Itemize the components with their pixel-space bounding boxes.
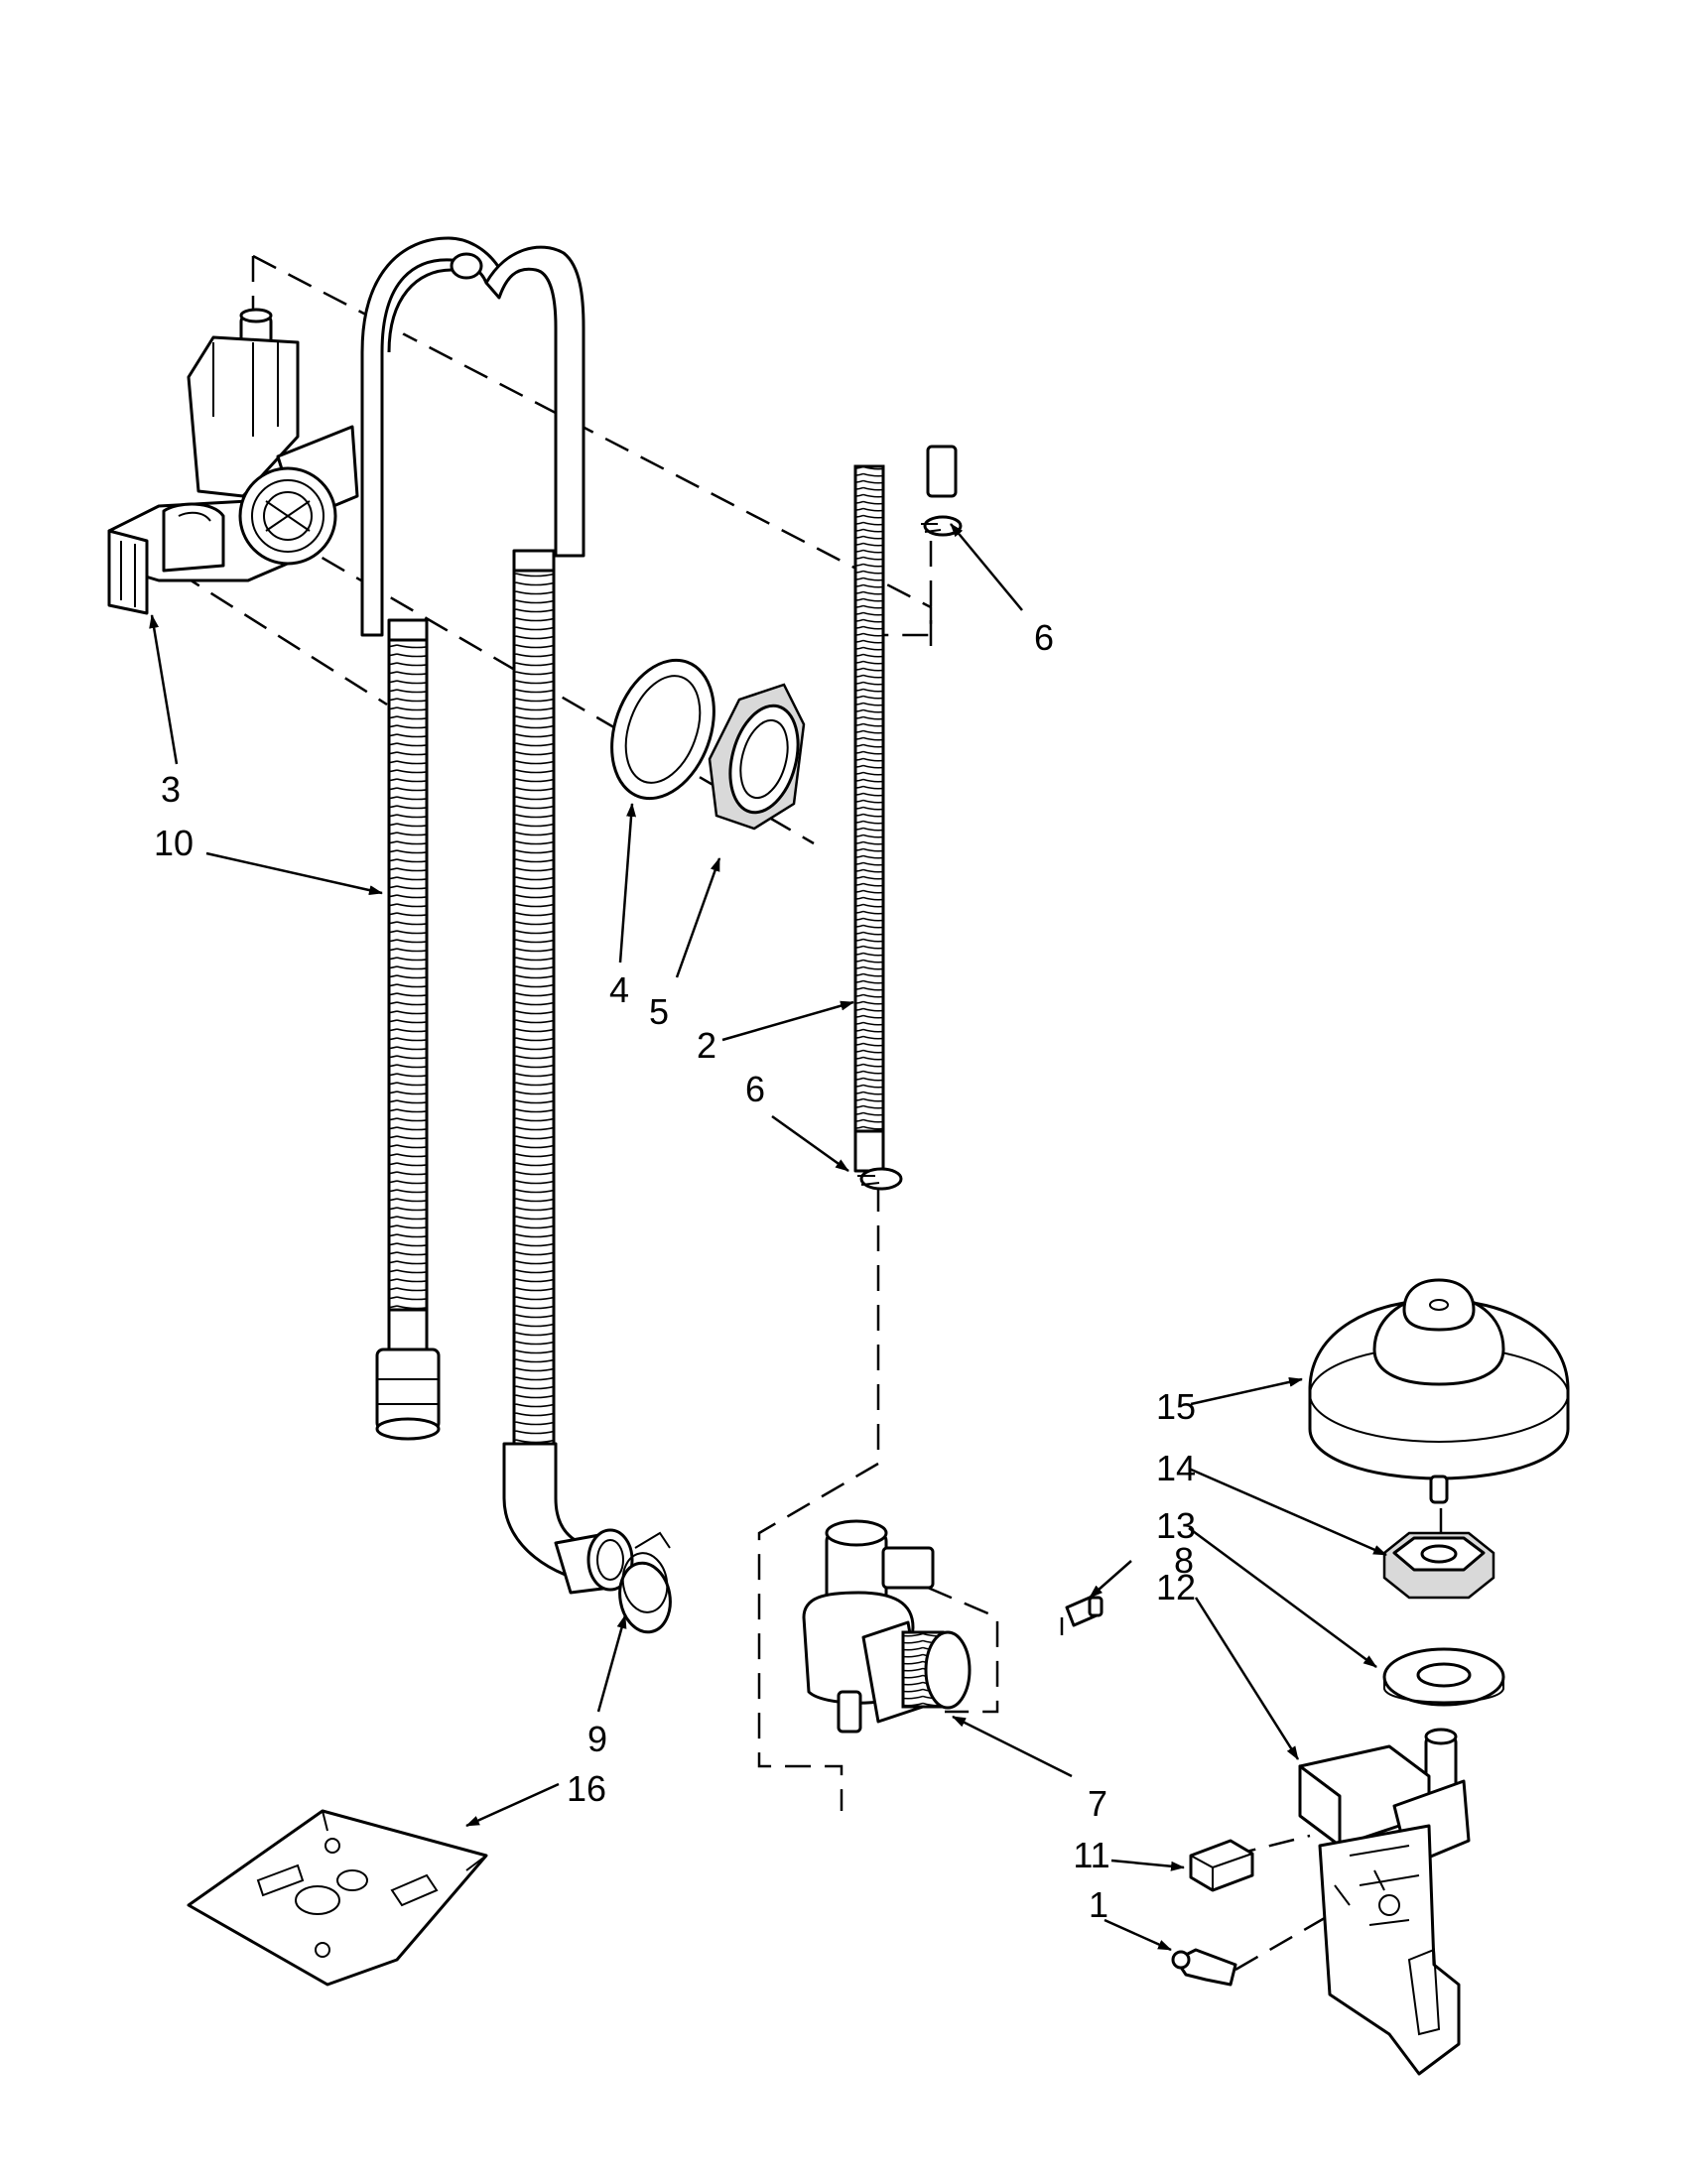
callout-7: 7: [1088, 1783, 1107, 1824]
callout-2: 2: [697, 1025, 716, 1066]
callout-1: 1: [1089, 1884, 1108, 1925]
float-nut: [1382, 1531, 1495, 1600]
hose-clamp-top: [921, 515, 963, 537]
hardware-bag: [187, 1809, 488, 1987]
callout-11: 11: [1073, 1835, 1109, 1875]
callout-4: 4: [609, 969, 629, 1010]
callout-3: 3: [161, 769, 181, 810]
drain-clamp: [618, 1531, 672, 1634]
switch-lever: [1171, 1948, 1237, 1987]
hose-clamp-bottom: [857, 1167, 903, 1191]
callout-15: 15: [1156, 1386, 1196, 1427]
leader-lines: [149, 523, 1387, 1952]
float: [1308, 1278, 1570, 1504]
float-switch-bracket: [1298, 1728, 1471, 2076]
callout-5: 5: [649, 991, 669, 1032]
callout-8: 8: [1174, 1540, 1194, 1581]
callout-16: 16: [567, 1768, 606, 1809]
inlet-valve: [802, 1519, 972, 1734]
screw: [1065, 1596, 1104, 1627]
vent-assembly: [107, 308, 359, 615]
fill-hose: [853, 404, 958, 1173]
callout-labels: 3 10 4 5 2 6 6 9 16 7 8 15 14 13 12 11 1: [154, 617, 1196, 1925]
callout-6-bottom: 6: [745, 1069, 765, 1109]
callout-12: 12: [1156, 1567, 1196, 1607]
assembly-lines: [143, 254, 1443, 1972]
gasket-ring: [610, 658, 715, 801]
drain-hose: [360, 236, 634, 1595]
micro-switch: [1189, 1839, 1254, 1892]
callout-6-top: 6: [1034, 617, 1054, 658]
callout-9: 9: [587, 1719, 607, 1759]
nut-fitting: [708, 683, 806, 831]
callout-13: 13: [1156, 1505, 1196, 1546]
callout-14: 14: [1156, 1448, 1196, 1488]
washer: [1382, 1647, 1505, 1707]
callout-10: 10: [154, 823, 194, 863]
